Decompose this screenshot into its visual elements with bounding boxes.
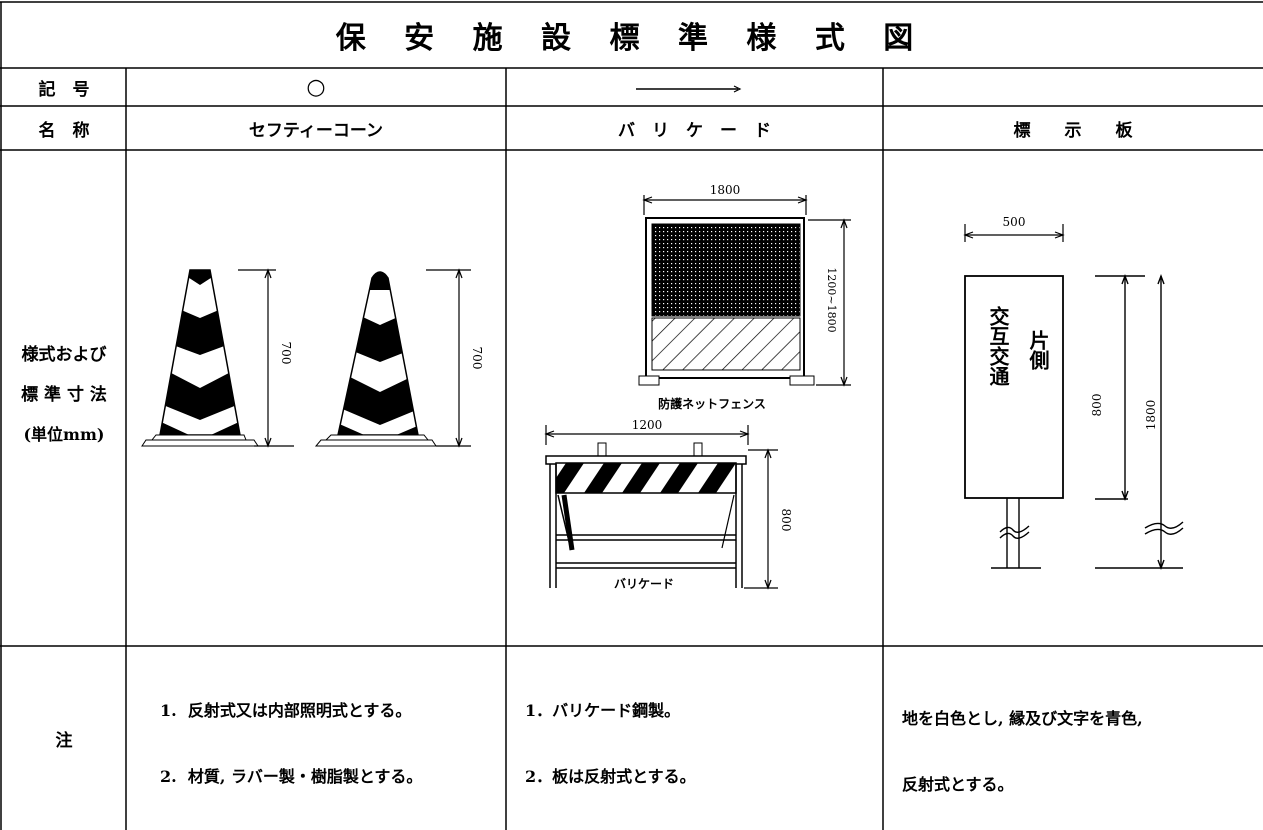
cone-1-height-label: 700: [279, 342, 293, 365]
note-cone: 1. 反射式又は内部照明式とする。 2. 材質, ラバー製・樹脂製とする。: [160, 656, 422, 810]
board-width-label: 500: [1003, 215, 1026, 229]
name-barricade: バ リ ケ ー ド: [618, 120, 771, 141]
note-cone-2: 2. 材質, ラバー製・樹脂製とする。: [160, 767, 423, 786]
row-label-name: 名 称: [38, 120, 90, 141]
barricade-drawing: 1800 1200~1800 防護ネットフェンス 1200: [544, 183, 851, 591]
barricade-width-label: 1200: [632, 418, 663, 432]
barricade-height-label: 800: [779, 509, 793, 532]
board-text-right: 片側: [1026, 330, 1050, 370]
sign-board: [964, 275, 1064, 499]
note-barricade-2: 2．板は反射式とする。: [525, 767, 696, 786]
name-sign-board: 標 示 板: [1013, 120, 1133, 141]
barricade-caption: バリケード: [614, 577, 674, 591]
fence-height-label: 1200~1800: [825, 267, 838, 332]
row-label-style: 様式および 標 準 寸 法 (単位mm): [2, 335, 126, 465]
note-sign-board: 地を白色とし, 縁及び文字を青色, 反射式とする。: [902, 664, 1143, 818]
row-label-symbol: 記 号: [38, 79, 90, 100]
fence-width-label: 1800: [710, 183, 741, 197]
note-barricade-1: 1．バリケード鋼製。: [525, 701, 681, 720]
protective-net-fence: 1800 1200~1800 防護ネットフェンス: [638, 183, 851, 411]
row-label-style-line3: (単位mm): [23, 425, 105, 444]
name-cone: セフティーコーン: [248, 120, 384, 141]
row-label-style-line2: 標 準 寸 法: [21, 385, 107, 405]
cone-1: [141, 269, 259, 447]
symbol-cone: ○: [306, 74, 326, 100]
cone-2-height-label: 700: [470, 347, 484, 370]
cone-2: [314, 271, 437, 447]
note-sign-board-1: 地を白色とし, 縁及び文字を青色,: [902, 709, 1143, 728]
total-height-label: 1800: [1144, 400, 1158, 431]
row-label-style-line1: 様式および: [21, 345, 107, 365]
sign-board-drawing: 500 片側 交互交通 800 1800: [963, 215, 1184, 570]
note-cone-1: 1. 反射式又は内部照明式とする。: [160, 701, 412, 720]
note-sign-board-2: 反射式とする。: [902, 775, 1014, 794]
symbol-barricade-icon: [636, 85, 742, 93]
board-height-label: 800: [1090, 394, 1104, 417]
row-label-note: 注: [55, 730, 73, 751]
barricade: 1200: [544, 418, 793, 591]
safety-cone-drawing: 700 700: [141, 268, 484, 448]
board-text-left: 交互交通: [986, 305, 1010, 386]
page-title: 保 安 施 設 標 準 様 式 図: [335, 21, 928, 56]
fence-caption: 防護ネットフェンス: [658, 396, 766, 411]
note-barricade: 1．バリケード鋼製。 2．板は反射式とする。: [525, 656, 696, 810]
